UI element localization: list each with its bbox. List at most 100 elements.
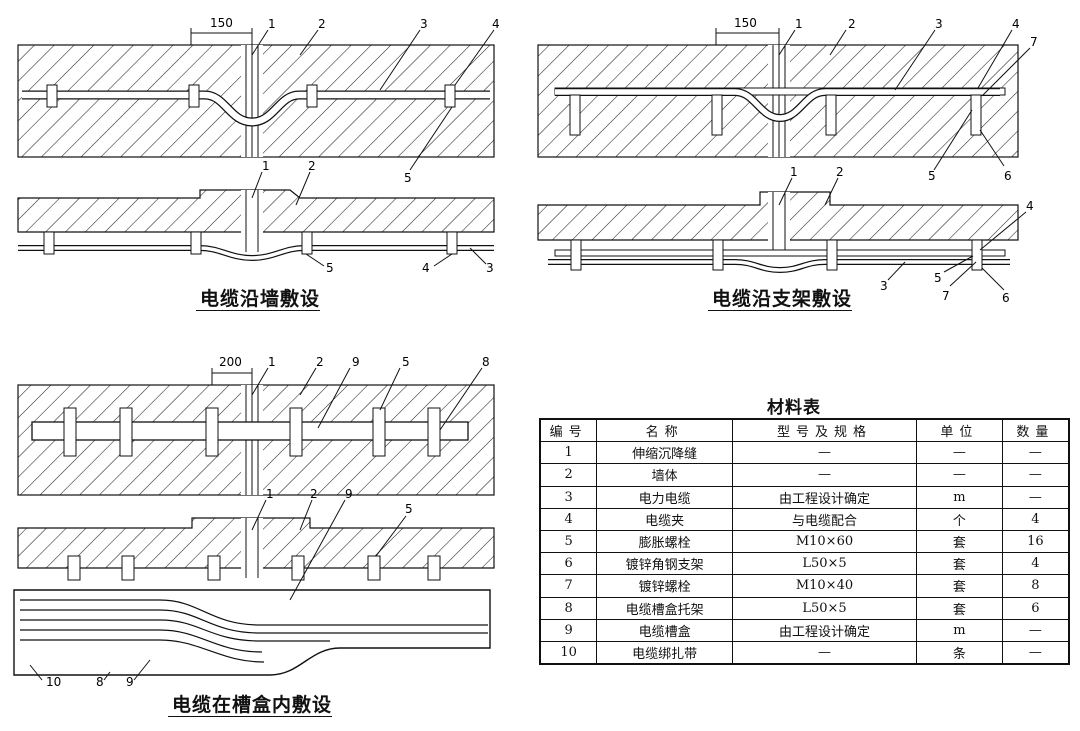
cell-quantity: 16: [1001, 529, 1070, 554]
trough-dimension: 200: [219, 355, 242, 369]
trough-caption: 电缆在槽盒内敷设: [172, 694, 333, 716]
cell-name: 镀锌角钢支架: [596, 552, 733, 576]
trough-callout: 2: [316, 355, 324, 369]
trough-callout: 5: [405, 502, 413, 516]
cell-quantity: 6: [1001, 596, 1070, 620]
wall-callout: 2: [308, 159, 316, 173]
trough-diagram-bottom: 1 2 9 5 10 8 9: [13, 487, 495, 689]
cell-spec: M10×40: [731, 574, 918, 598]
bracket-callout: 1: [790, 165, 798, 179]
trough-bracket-icon: [67, 555, 441, 581]
wall-caption: 电缆沿墙敷设: [200, 288, 321, 310]
cell-name: 镀锌螺栓: [596, 574, 733, 598]
cell-unit: 条: [916, 640, 1003, 665]
wall-callout: 4: [422, 261, 430, 275]
bracket-diagram-top: 150 1 2 3 4 7 5 6: [537, 16, 1038, 183]
wall-callout: 5: [404, 171, 412, 185]
wall-callout: 5: [326, 261, 334, 275]
cell-number: 7: [539, 574, 598, 598]
trough-caption-underline: [168, 716, 332, 717]
angle-bracket-icon: [569, 94, 982, 136]
material-table-title: 材料表: [767, 398, 821, 418]
trough-bracket-icon: [63, 407, 441, 457]
bracket-callout: 2: [836, 165, 844, 179]
wall-callout: 2: [318, 17, 326, 31]
cell-name: 电缆槽盒托架: [596, 596, 733, 620]
header-quantity: 数量: [1001, 418, 1070, 443]
bracket-dimension: 150: [734, 16, 757, 30]
cell-quantity: —: [1001, 441, 1070, 465]
header-spec: 型号及规格: [731, 418, 918, 443]
angle-bracket-icon: [570, 239, 983, 271]
cell-quantity: 4: [1001, 507, 1070, 531]
wall-dimension: 150: [210, 16, 233, 30]
trough-callout: 8: [96, 675, 104, 689]
bracket-callout: 3: [880, 279, 888, 293]
table-header-row: 编号 名称 型号及规格 单位 数量: [539, 418, 1070, 443]
trough-callout: 9: [345, 487, 353, 501]
cell-number: 10: [539, 640, 598, 665]
bracket-callout: 4: [1026, 199, 1034, 213]
bracket-callout: 1: [795, 17, 803, 31]
cell-number: 2: [539, 463, 598, 487]
bracket-callout: 5: [928, 169, 936, 183]
cell-unit: m: [916, 618, 1003, 642]
cell-spec: —: [731, 463, 918, 487]
trough-diagram-top: 200 1 2 9 5 8: [17, 355, 495, 496]
trough-callout: 2: [310, 487, 318, 501]
header-number: 编号: [539, 418, 598, 443]
cell-quantity: 4: [1001, 552, 1070, 576]
cell-name: 电缆绑扎带: [596, 640, 733, 665]
cell-spec: —: [731, 441, 918, 465]
cable-clip-icon: [43, 231, 458, 255]
cell-number: 6: [539, 552, 598, 576]
cell-spec: L50×5: [731, 596, 918, 620]
bracket-caption-underline: [708, 310, 852, 311]
wall-diagram-top: 150 1 2 3 4 5: [17, 16, 500, 185]
cell-number: 1: [539, 441, 598, 465]
cell-name: 电力电缆: [596, 485, 733, 509]
cell-number: 5: [539, 529, 598, 554]
bracket-callout: 6: [1002, 291, 1010, 305]
cell-unit: 个: [916, 507, 1003, 531]
cell-name: 电缆槽盒: [596, 618, 733, 642]
trough-callout: 5: [402, 355, 410, 369]
header-unit: 单位: [916, 418, 1003, 443]
trough-callout: 10: [46, 675, 61, 689]
wall-callout: 1: [262, 159, 270, 173]
cell-name: 墙体: [596, 463, 733, 487]
cell-unit: 套: [916, 596, 1003, 620]
cell-quantity: —: [1001, 463, 1070, 487]
bracket-callout: 7: [942, 289, 950, 303]
wall-callout: 3: [486, 261, 494, 275]
bracket-callout: 2: [848, 17, 856, 31]
cell-name: 膨胀螺栓: [596, 529, 733, 554]
bracket-callout: 3: [935, 17, 943, 31]
cell-number: 3: [539, 485, 598, 509]
trough-callout: 9: [352, 355, 360, 369]
cable-clip-icon: [46, 84, 456, 108]
wall-callout: 4: [492, 17, 500, 31]
cell-name: 伸缩沉降缝: [596, 441, 733, 465]
bracket-callout: 7: [1030, 35, 1038, 49]
cell-quantity: —: [1001, 618, 1070, 642]
cell-spec: M10×60: [731, 529, 918, 554]
cell-number: 8: [539, 596, 598, 620]
trough-callout: 1: [268, 355, 276, 369]
bracket-diagram-bottom: 1 2 4 3 5 7 6: [537, 165, 1034, 305]
cell-quantity: —: [1001, 485, 1070, 509]
cell-quantity: 8: [1001, 574, 1070, 598]
cell-unit: —: [916, 441, 1003, 465]
bracket-callout: 6: [1004, 169, 1012, 183]
cell-spec: 与电缆配合: [731, 507, 918, 531]
